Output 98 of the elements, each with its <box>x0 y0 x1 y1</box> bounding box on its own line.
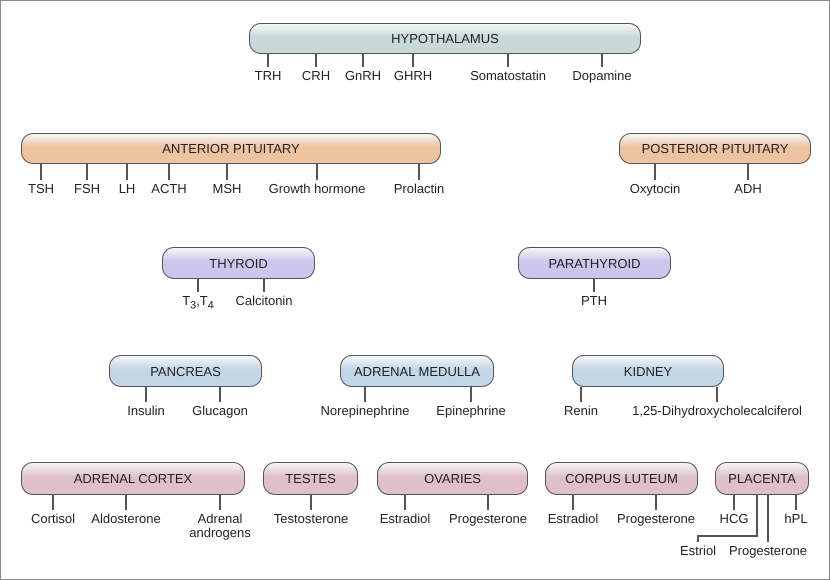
connector-line <box>310 495 312 510</box>
organ-box <box>545 462 698 495</box>
hormone-label: ADH <box>734 182 762 196</box>
hormone-label: 1,25-Dihydroxycholecalciferol <box>632 404 802 418</box>
organ-label: PLACENTA <box>728 471 796 486</box>
hormone-label: Calcitonin <box>235 294 293 308</box>
hormone-label: Oxytocin <box>630 182 680 196</box>
connector-line <box>580 387 582 402</box>
hormone-label: Adrenal androgens <box>185 512 255 540</box>
hormone-label: Norepinephrine <box>320 404 410 418</box>
organ-box <box>340 355 494 387</box>
connector-line <box>601 54 603 67</box>
hormone-label: GnRH <box>344 69 382 83</box>
connector-line <box>418 164 420 180</box>
hormone-label: Progesterone <box>728 544 808 558</box>
hormone-label: Progesterone <box>448 512 528 526</box>
hormone-label: Testosterone <box>274 512 348 526</box>
hormone-label: TSH <box>28 182 54 196</box>
hormone-label: Insulin <box>127 404 165 418</box>
hormone-label: PTH <box>581 294 607 308</box>
connector-line <box>767 495 769 542</box>
connector-line <box>197 279 199 292</box>
connector-line <box>316 164 318 180</box>
hormone-label: FSH <box>74 182 100 196</box>
hormone-label: Renin <box>564 404 598 418</box>
organ-label: CORPUS LUTEUM <box>565 471 678 486</box>
organ-box <box>21 462 245 495</box>
organ-label: ADRENAL CORTEX <box>74 471 192 486</box>
connector-line <box>655 495 657 510</box>
hormone-label: Somatostatin <box>470 69 546 83</box>
hormone-label: CRH <box>302 69 330 83</box>
connector-line <box>507 54 509 67</box>
connector-line <box>219 495 221 510</box>
connector-line <box>697 495 758 542</box>
organ-label: OVARIES <box>424 471 481 486</box>
hormone-label: HCG <box>720 512 748 526</box>
hormone-label: MSH <box>212 182 242 196</box>
hormone-label: T$_{3}$,T$_{4}$ <box>182 294 214 313</box>
organ-box <box>21 133 441 164</box>
connector-line <box>226 164 228 180</box>
organ-box <box>572 355 724 387</box>
organ-label: PARATHYROID <box>548 256 640 270</box>
connector-line <box>263 279 265 292</box>
connector-line <box>404 495 406 510</box>
organ-label: TESTES <box>285 471 336 486</box>
connector-line <box>52 495 54 510</box>
connector-line <box>362 54 364 67</box>
hormone-label: Estradiol <box>380 512 430 526</box>
connector-line <box>126 164 128 180</box>
hormone-label: ACTH <box>151 182 187 196</box>
connector-line <box>168 164 170 180</box>
hormone-label: Glucagon <box>192 404 248 418</box>
organ-box <box>377 462 528 495</box>
organ-box <box>619 133 811 164</box>
connector-line <box>267 54 269 67</box>
organ-box <box>109 355 262 387</box>
hormone-label: Epinephrine <box>436 404 506 418</box>
connector-line <box>364 387 366 402</box>
connector-line <box>412 54 414 67</box>
organ-box <box>518 247 671 279</box>
connector-line <box>654 164 656 180</box>
connector-line <box>219 387 221 402</box>
connector-line <box>86 164 88 180</box>
connector-line <box>593 279 595 292</box>
organ-box <box>249 23 641 54</box>
hormone-label: LH <box>118 182 136 196</box>
connector-line <box>795 495 797 510</box>
hormone-label: Aldosterone <box>91 512 161 526</box>
connector-line <box>733 495 735 510</box>
connector-line <box>470 387 472 402</box>
connector-line <box>716 387 718 402</box>
connector-line <box>572 495 574 510</box>
hormone-label: Estriol <box>680 544 716 558</box>
hormone-label: Growth hormone <box>268 182 366 196</box>
hormone-label: Dopamine <box>572 69 632 83</box>
organ-box <box>263 462 358 495</box>
hormone-label: Estradiol <box>548 512 598 526</box>
organ-label: PANCREAS <box>150 364 221 378</box>
hormone-label: hPL <box>784 512 808 526</box>
hormone-label: GHRH <box>394 69 432 83</box>
organ-label: ANTERIOR PITUITARY <box>162 141 300 156</box>
hormone-label: TRH <box>254 69 282 83</box>
connector-line <box>125 495 127 510</box>
hormone-label: Progesterone <box>616 512 696 526</box>
organ-box <box>715 462 809 495</box>
organ-label: HYPOTHALAMUS <box>391 31 499 46</box>
organ-label: KIDNEY <box>624 364 672 378</box>
organ-box <box>162 247 315 279</box>
connector-line <box>40 164 42 180</box>
connector-line <box>487 495 489 510</box>
organ-label: THYROID <box>209 256 268 270</box>
organ-label: ADRENAL MEDULLA <box>354 364 480 378</box>
hormone-label: Prolactin <box>394 182 444 196</box>
connector-line <box>315 54 317 67</box>
organ-label: POSTERIOR PITUITARY <box>642 141 788 156</box>
hormone-label: Cortisol <box>30 512 76 526</box>
connector-line <box>145 387 147 402</box>
connector-line <box>747 164 749 180</box>
